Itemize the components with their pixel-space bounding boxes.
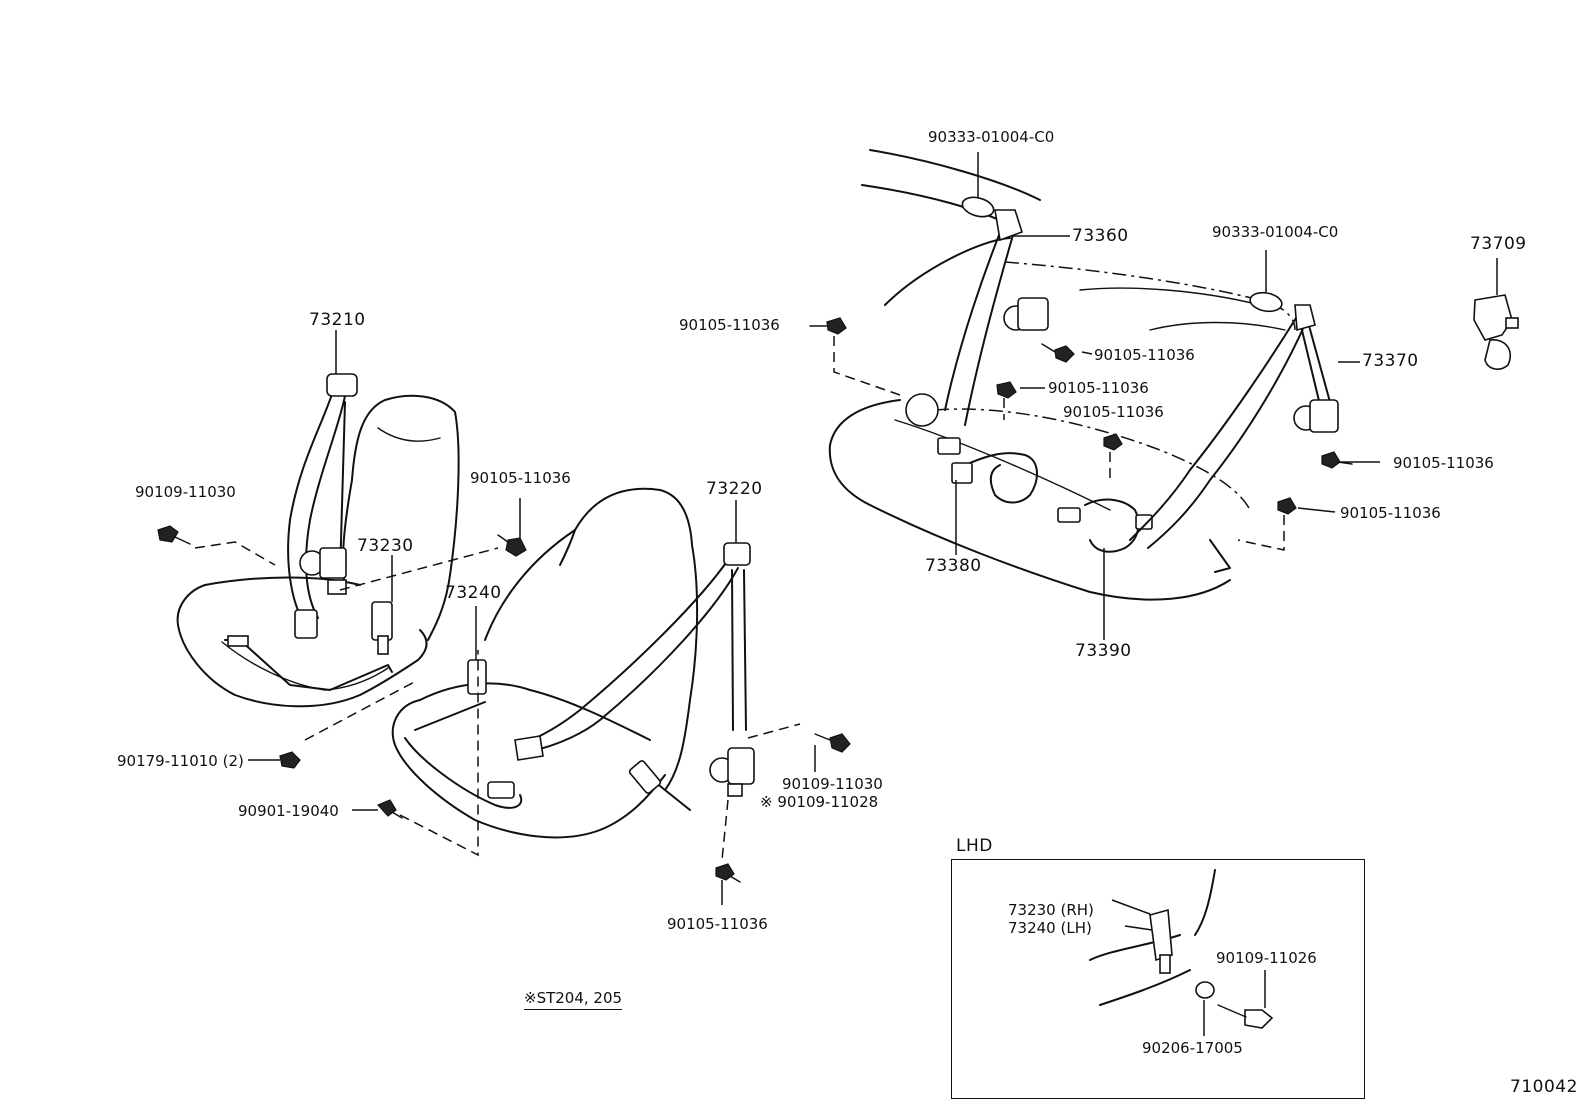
diagram-id: 710042 xyxy=(1510,1077,1578,1097)
label-90105-11036-rear-b: 90105-11036 xyxy=(1094,346,1195,364)
label-73220: 73220 xyxy=(706,479,763,499)
label-90105-11036-rear-c: 90105-11036 xyxy=(1048,379,1149,397)
label-90109-11026: 90109-11026 xyxy=(1216,949,1317,967)
label-90333-01004-c0-right: 90333-01004-C0 xyxy=(1212,223,1339,241)
label-73370: 73370 xyxy=(1362,351,1419,371)
lhd-inset-frame xyxy=(951,859,1365,1099)
label-73240-lh: 73240 (LH) xyxy=(1008,919,1092,937)
label-73709: 73709 xyxy=(1470,234,1527,254)
footnote-st204-205: ※ST204, 205 xyxy=(524,991,623,1010)
label-90105-11036-center: 90105-11036 xyxy=(667,915,768,933)
lhd-title: LHD xyxy=(956,836,993,856)
label-90179-11010: 90179-11010 (2) xyxy=(117,752,244,770)
label-73230-rh: 73230 (RH) xyxy=(1008,901,1094,919)
center-front-seat-drawing xyxy=(391,487,755,839)
leader-lines xyxy=(194,152,1498,1036)
label-73390: 73390 xyxy=(1075,641,1132,661)
rear-seat-drawing xyxy=(828,149,1339,601)
label-90105-11036-rear-a: 90105-11036 xyxy=(679,316,780,334)
label-73240: 73240 xyxy=(445,583,502,603)
label-90105-11036-rear-e: 90105-11036 xyxy=(1393,454,1494,472)
label-73230: 73230 xyxy=(357,536,414,556)
label-73210: 73210 xyxy=(309,310,366,330)
label-90109-11030-center: 90109-11030 xyxy=(782,775,883,793)
label-90105-11036-rear-d: 90105-11036 xyxy=(1063,403,1164,421)
label-90109-11028: ※ 90109-11028 xyxy=(760,793,879,811)
label-90901-19040: 90901-19040 xyxy=(238,802,339,820)
label-73380: 73380 xyxy=(925,556,982,576)
fasteners xyxy=(157,317,1353,883)
label-90333-01004-c0-left: 90333-01004-C0 xyxy=(928,128,1055,146)
part-73709-drawing xyxy=(1473,294,1519,370)
label-73360: 73360 xyxy=(1072,226,1129,246)
left-front-seat-drawing xyxy=(176,373,460,708)
label-90105-11036-rear-f: 90105-11036 xyxy=(1340,504,1441,522)
label-90206-17005: 90206-17005 xyxy=(1142,1039,1243,1057)
label-90105-11036-left: 90105-11036 xyxy=(470,469,571,487)
lhd-inset-drawing xyxy=(1089,869,1274,1029)
label-90109-11030-left: 90109-11030 xyxy=(135,483,236,501)
